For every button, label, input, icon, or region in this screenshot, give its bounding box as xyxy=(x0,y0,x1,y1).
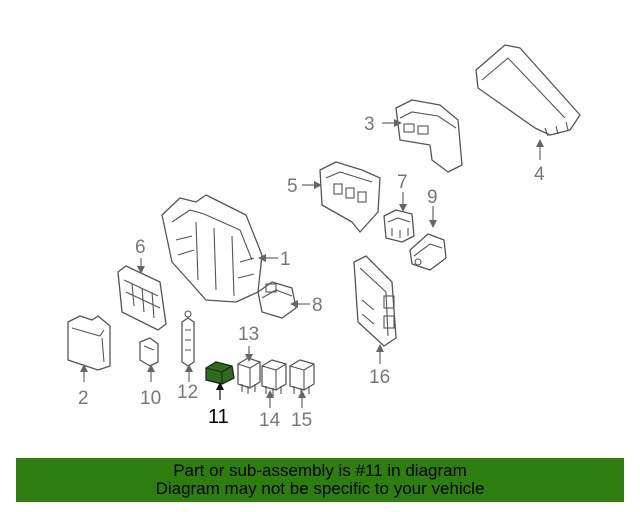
arrow-8 xyxy=(290,300,298,308)
callout-7[interactable]: 7 xyxy=(397,172,408,193)
arrow-7 xyxy=(399,204,407,212)
callout-15[interactable]: 15 xyxy=(291,410,312,431)
banner-line-2: Diagram may not be specific to your vehi… xyxy=(155,479,485,498)
parts-diagram: 4 3 5 7 9 xyxy=(67,44,581,431)
arrow-12 xyxy=(185,364,193,372)
callout-16[interactable]: 16 xyxy=(369,367,390,388)
callout-14[interactable]: 14 xyxy=(259,410,281,431)
part-15-relay[interactable] xyxy=(289,359,315,396)
part-9-sensor[interactable] xyxy=(409,233,447,271)
info-banner: Part or sub-assembly is #11 in diagram D… xyxy=(16,458,624,502)
part-16-control-module[interactable] xyxy=(353,255,397,347)
arrow-13 xyxy=(245,354,253,362)
banner-line-1: Part or sub-assembly is #11 in diagram xyxy=(173,461,467,480)
arrow-2 xyxy=(80,364,88,372)
part-10-clip[interactable] xyxy=(139,337,159,367)
arrow-10 xyxy=(147,364,155,372)
callout-9[interactable]: 9 xyxy=(427,187,438,208)
callout-10[interactable]: 10 xyxy=(140,388,161,409)
part-12-fuse-strip[interactable] xyxy=(181,310,195,367)
callout-13[interactable]: 13 xyxy=(238,324,259,345)
part-2-cover-plate[interactable] xyxy=(67,315,111,371)
arrow-16 xyxy=(376,344,384,352)
part-14-relay[interactable] xyxy=(261,359,287,396)
callout-12[interactable]: 12 xyxy=(177,382,198,403)
arrow-9 xyxy=(429,220,437,228)
callout-5[interactable]: 5 xyxy=(287,176,298,197)
arrow-11 xyxy=(216,382,224,390)
callout-1[interactable]: 1 xyxy=(280,249,291,270)
arrow-4 xyxy=(536,139,544,147)
callout-11[interactable]: 11 xyxy=(208,406,229,428)
callout-2[interactable]: 2 xyxy=(78,388,89,409)
part-13-relay[interactable] xyxy=(237,357,261,394)
part-6-bracket[interactable] xyxy=(117,265,167,331)
arrow-1 xyxy=(258,254,266,262)
arrow-3 xyxy=(394,119,402,127)
arrow-15 xyxy=(298,390,306,398)
part-5-relay-block[interactable] xyxy=(319,161,381,233)
arrow-14 xyxy=(266,390,274,398)
part-4-cover[interactable] xyxy=(475,44,581,137)
part-7-connector[interactable] xyxy=(383,209,415,243)
arrow-5 xyxy=(314,181,322,189)
part-8-relay-holder[interactable] xyxy=(257,281,297,319)
arrow-6 xyxy=(137,266,145,274)
part-1-junction-box[interactable] xyxy=(161,194,263,303)
callout-3[interactable]: 3 xyxy=(364,114,375,135)
callout-6[interactable]: 6 xyxy=(135,237,146,258)
part-11-relay[interactable] xyxy=(205,361,235,385)
part-3-cover[interactable] xyxy=(395,99,463,173)
callout-4[interactable]: 4 xyxy=(534,164,545,185)
callout-8[interactable]: 8 xyxy=(312,295,323,316)
